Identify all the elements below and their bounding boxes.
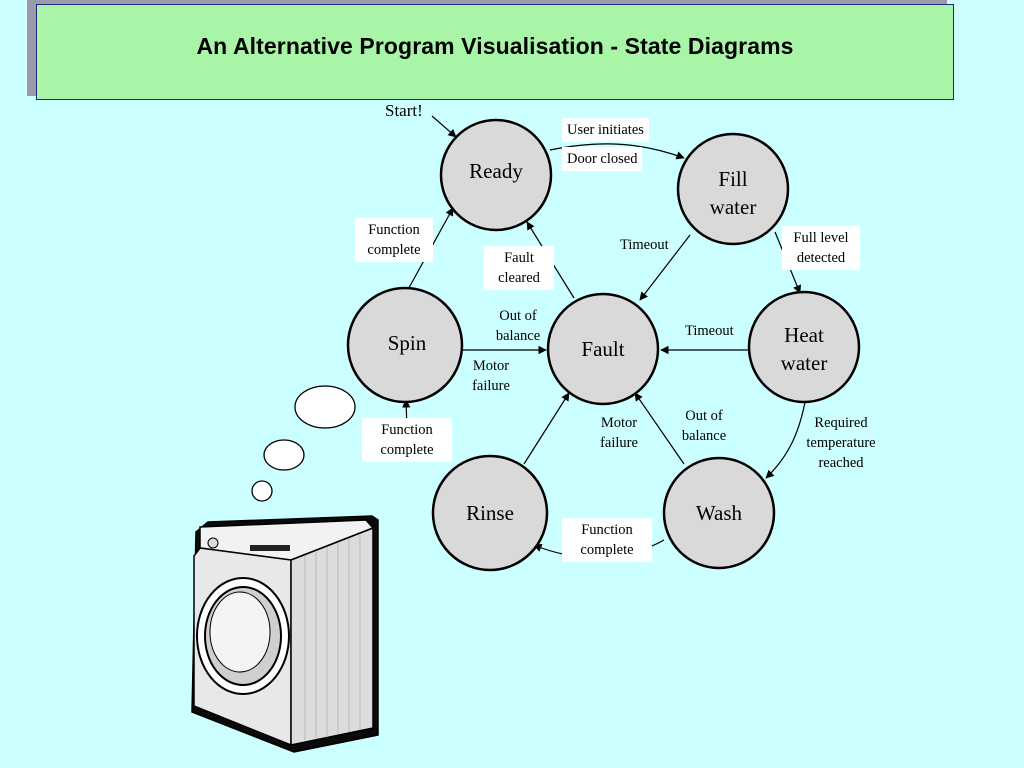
arrow-start-ready — [431, 115, 457, 138]
state-label-wash: Wash — [695, 501, 743, 525]
label-required-line1: Required — [814, 415, 868, 431]
page-title: An Alternative Program Visualisation - S… — [196, 33, 794, 59]
state-label-ready: Ready — [469, 159, 523, 183]
transition-label-motor-failure-spin: Motor failure — [462, 356, 520, 396]
label-mf-spin-line2: failure — [472, 378, 510, 394]
arrow-heat-wash — [765, 396, 807, 479]
transition-label-timeout-heat: Timeout — [685, 323, 734, 339]
arrow-wash-fault — [634, 392, 685, 465]
state-label-heat-line1: Heat — [784, 323, 824, 347]
transition-label-fault-cleared: Fault cleared — [484, 246, 554, 290]
label-fault-cleared-line1: Fault — [504, 250, 534, 266]
transition-label-out-of-balance-wash: Out of balance — [674, 406, 734, 446]
state-label-fill-line1: Fill — [718, 167, 748, 191]
label-fc-spin-line2: complete — [367, 242, 421, 258]
start-label: Start! — [385, 101, 423, 120]
state-label-fill-line2: water — [709, 195, 757, 219]
label-mf-rinse-line1: Motor — [600, 415, 638, 431]
transition-label-user-initiates: User initiates — [562, 118, 649, 142]
label-mf-spin-line1: Motor — [472, 358, 510, 374]
transition-label-full-level: Full level detected — [782, 226, 860, 270]
label-fc-wash-line1: Function — [581, 522, 633, 538]
transition-label-required-temp: Required temperature reached — [798, 413, 884, 473]
state-ready — [439, 118, 553, 232]
transition-label-timeout-fill: Timeout — [620, 237, 669, 253]
state-label-rinse: Rinse — [466, 501, 514, 525]
transition-label-door-closed: Door closed — [562, 147, 643, 171]
arrow-fill-fault — [639, 234, 691, 301]
label-oob-spin-line1: Out of — [499, 308, 537, 324]
transition-label-out-of-balance-spin: Out of balance — [488, 306, 548, 346]
state-label-spin: Spin — [387, 331, 427, 355]
state-rinse — [431, 454, 549, 572]
transition-label-function-complete-rinse: Function complete — [362, 418, 452, 462]
transition-label-function-complete-spin: Function complete — [355, 218, 433, 262]
state-label-heat-water: Heat water — [764, 321, 844, 377]
state-label-heat-line2: water — [780, 351, 828, 375]
label-door-closed: Door closed — [567, 151, 638, 167]
state-spin — [346, 286, 464, 404]
label-mf-rinse-line2: failure — [600, 435, 638, 451]
label-required-line3: reached — [818, 455, 864, 471]
label-fc-spin-line1: Function — [368, 222, 420, 238]
label-full-level-line2: detected — [796, 250, 846, 266]
label-oob-wash-line1: Out of — [685, 408, 723, 424]
thought-bubble-icon — [251, 385, 356, 502]
label-required-line2: temperature — [806, 435, 876, 451]
title-box: An Alternative Program Visualisation - S… — [36, 4, 954, 100]
washing-machine-icon — [191, 515, 379, 753]
transition-label-function-complete-wash: Function complete — [562, 518, 652, 562]
label-user-initiates: User initiates — [567, 122, 644, 138]
state-label-fill-water: Fill water — [693, 165, 773, 221]
state-wash — [662, 456, 776, 570]
state-fill-water — [676, 132, 790, 246]
label-full-level-line1: Full level — [793, 230, 849, 246]
state-fault — [546, 292, 660, 406]
state-label-fault: Fault — [581, 337, 625, 361]
label-oob-wash-line2: balance — [681, 428, 727, 444]
label-fault-cleared-line2: cleared — [498, 270, 540, 286]
label-fc-rinse-line1: Function — [381, 422, 433, 438]
state-heat-water — [747, 290, 861, 404]
transition-label-motor-failure-rinse: Motor failure — [590, 413, 648, 453]
label-fc-rinse-line2: complete — [380, 442, 434, 458]
label-oob-spin-line2: balance — [495, 328, 541, 344]
arrow-rinse-fault — [523, 392, 570, 465]
label-fc-wash-line2: complete — [580, 542, 634, 558]
